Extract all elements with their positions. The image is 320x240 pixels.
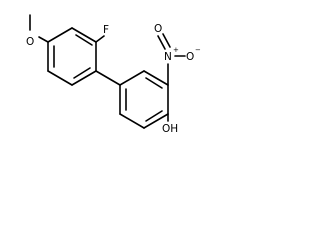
- bond: [47, 70, 73, 86]
- structure-canvas: O F N +: [0, 0, 215, 144]
- bond: [157, 35, 166, 50]
- methoxy-group: O: [26, 14, 49, 48]
- nitro-oxygen-charge: −: [195, 46, 201, 54]
- bond: [119, 113, 145, 129]
- biaryl-bond: [95, 70, 121, 86]
- bond: [47, 27, 73, 43]
- bond: [119, 70, 145, 86]
- nitro-oxygen-minus: O: [186, 51, 194, 63]
- methoxy-oxygen: O: [26, 36, 34, 48]
- fluoro-group: F: [95, 24, 109, 43]
- nitro-oxygen: O: [154, 23, 162, 35]
- double-bond-inner: [145, 110, 163, 122]
- ring-b: [119, 70, 169, 129]
- ring-a: [47, 27, 97, 86]
- nitro-group: N + O O −: [154, 23, 201, 86]
- nitro-nitrogen-charge: +: [173, 46, 179, 54]
- double-bond-inner: [145, 77, 163, 89]
- bond: [143, 70, 169, 86]
- hydroxyl-label: OH: [162, 123, 178, 135]
- bond: [71, 70, 97, 86]
- double-bond-inner: [75, 34, 93, 46]
- fluorine-atom: F: [103, 24, 109, 36]
- double-bond-inner: [73, 67, 91, 79]
- hydroxyl-group: OH: [162, 113, 178, 135]
- nitro-nitrogen: N: [164, 51, 172, 63]
- bond: [71, 27, 97, 43]
- chemical-structure: O F N +: [26, 14, 201, 135]
- bond: [143, 113, 169, 129]
- bond: [95, 35, 105, 43]
- bond: [38, 36, 49, 43]
- bond: [162, 33, 171, 48]
